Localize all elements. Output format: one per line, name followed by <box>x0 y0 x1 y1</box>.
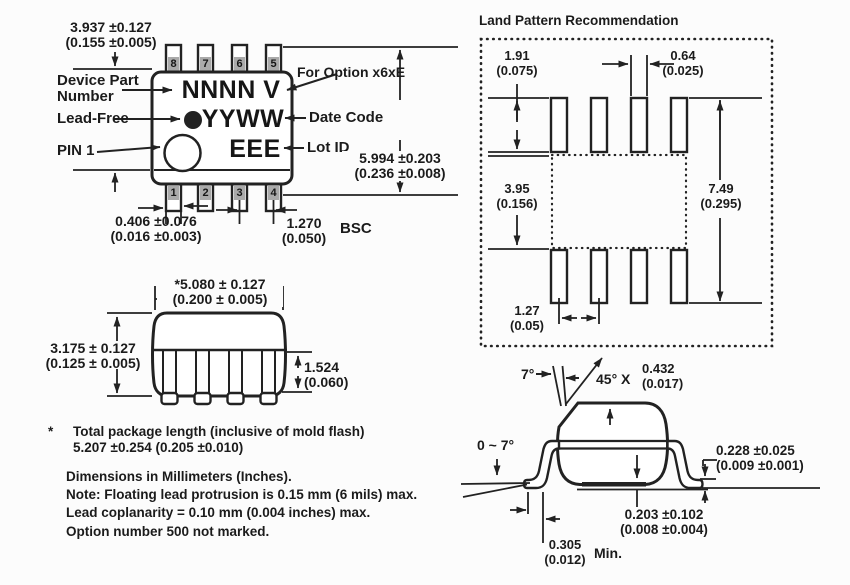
dim-pad-pitch-in: (0.05) <box>510 317 544 333</box>
dim-top-body-width-in: (0.155 ±0.005) <box>65 34 157 50</box>
lead-free-dot <box>184 111 202 129</box>
pin-number-7: 7 <box>202 58 209 70</box>
dim-pad-pitch-mm: 1.27 <box>514 303 540 318</box>
pin1-indicator-circle <box>163 133 202 173</box>
dim-pad-gap-mm: 3.95 <box>504 181 530 196</box>
dim-lead-thickness-in: (0.009 ±0.001) <box>716 458 804 473</box>
dim-lead-thickness-mm: 0.228 ±0.025 <box>716 443 795 458</box>
marking-date-code: YYWW <box>201 105 285 133</box>
marking-part-number: NNNN V <box>181 76 281 104</box>
side-view-drawing <box>460 357 820 543</box>
dim-top-body-width: 3.937 ±0.127 (0.155 ±0.005) <box>48 20 174 50</box>
pin-number-5: 5 <box>270 58 277 70</box>
dim-package-length: *5.080 ± 0.127 (0.200 ± 0.005) <box>157 277 283 307</box>
dim-top-overall-width-mm: 5.994 ±0.203 <box>359 150 441 166</box>
dim-package-height: 3.175 ± 0.127 (0.125 ± 0.005) <box>34 341 152 371</box>
pin-number-2: 2 <box>202 187 209 199</box>
pin-number-1: 1 <box>170 187 177 199</box>
dim-pad-width-in: (0.025) <box>662 62 704 78</box>
pin-number-3: 3 <box>236 187 243 199</box>
dim-lead-length: 1.524 (0.060) <box>304 360 358 390</box>
pin-number-8: 8 <box>170 58 177 70</box>
dim-lead-length-mm: 1.524 <box>304 359 340 375</box>
dim-lead-width-in: (0.016 ±0.003) <box>110 228 202 244</box>
dim-package-height-in: (0.125 ± 0.005) <box>45 355 141 371</box>
dim-pad-span-in: (0.295) <box>700 195 742 211</box>
label-date-code: Date Code <box>309 109 384 126</box>
dim-lead-pitch-in: (0.050) <box>281 230 327 246</box>
footnote-star: * <box>48 424 54 439</box>
land-pattern-drawing <box>479 37 774 348</box>
label-for-option: For Option x6xE <box>297 64 406 80</box>
dim-pad-width-mm: 0.64 <box>670 48 696 63</box>
dim-pad-height-mm: 1.91 <box>504 48 530 63</box>
dim-top-body-width-mm: 3.937 ±0.127 <box>70 19 152 35</box>
dim-pad-height-in: (0.075) <box>496 62 538 78</box>
marking-lot-id: EEE <box>229 135 281 163</box>
dim-lead-pitch: 1.270 (0.050) <box>268 216 340 246</box>
dim-lead-angle: 0 ~ 7° <box>477 437 515 453</box>
dim-package-length-in: (0.200 ± 0.005) <box>172 291 268 307</box>
dim-foot-length-mm: 0.305 <box>548 537 582 552</box>
top-view-drawing <box>73 43 458 224</box>
dim-chamfer-in: (0.017) <box>642 375 684 391</box>
dim-standoff-in: (0.008 ±0.004) <box>620 522 708 537</box>
dim-top-overall-width: 5.994 ±0.203 (0.236 ±0.008) <box>342 151 458 181</box>
note-total-length-line1: Total package length (inclusive of mold … <box>73 424 365 439</box>
land-pattern-title: Land Pattern Recommendation <box>479 13 679 28</box>
dim-chamfer-mm: 0.432 <box>642 361 675 376</box>
dim-standoff: 0.203 ±0.102 (0.008 ±0.004) <box>612 507 716 537</box>
dim-pad-pitch: 1.27 (0.05) <box>503 303 551 333</box>
dim-foot-length-in: (0.012) <box>544 551 586 567</box>
dim-package-length-mm: *5.080 ± 0.127 <box>174 276 266 292</box>
dim-pad-span: 7.49 (0.295) <box>691 181 751 211</box>
note-option-number: Option number 500 not marked. <box>66 524 270 539</box>
dim-lead-width-mm: 0.406 ±0.076 <box>115 213 197 229</box>
dim-lead-pitch-mm: 1.270 <box>286 215 322 231</box>
label-lead-free: Lead-Free <box>57 110 129 127</box>
dim-package-height-mm: 3.175 ± 0.127 <box>50 340 136 356</box>
label-device-part-number: Device Part Number <box>57 72 139 105</box>
note-total-length: Total package length (inclusive of mold … <box>73 424 365 456</box>
note-total-length-line2: 5.207 ±0.254 (0.205 ±0.010) <box>73 440 244 455</box>
dim-lead-thickness: 0.228 ±0.025 (0.009 ±0.001) <box>716 443 804 473</box>
dim-pad-span-mm: 7.49 <box>708 181 734 196</box>
dim-pad-height: 1.91 (0.075) <box>486 48 548 78</box>
dim-chamfer-prefix: 45° X <box>596 371 631 387</box>
dim-lead-length-in: (0.060) <box>304 374 349 390</box>
dim-pad-gap: 3.95 (0.156) <box>486 181 548 211</box>
note-coplanarity: Lead coplanarity = 0.10 mm (0.004 inches… <box>66 505 371 520</box>
dim-lead-width: 0.406 ±0.076 (0.016 ±0.003) <box>88 214 224 244</box>
dim-pad-width: 0.64 (0.025) <box>652 48 714 78</box>
dim-foot-length-suffix: Min. <box>594 545 622 561</box>
dim-foot-length: 0.305 (0.012) <box>538 537 592 567</box>
note-lead-protrusion: Note: Floating lead protrusion is 0.15 m… <box>66 487 418 502</box>
dim-chamfer: 0.432 (0.017) <box>642 361 684 391</box>
dim-standoff-mm: 0.203 ±0.102 <box>624 507 704 522</box>
dim-pad-gap-in: (0.156) <box>496 195 538 211</box>
label-pin1: PIN 1 <box>57 142 95 159</box>
label-lot-id: Lot ID <box>307 139 350 156</box>
note-dimensions: Dimensions in Millimeters (Inches). <box>66 469 292 484</box>
pin-number-4: 4 <box>270 187 277 199</box>
pin-number-6: 6 <box>236 58 243 70</box>
dim-draft-angle: 7° <box>521 366 535 382</box>
dim-top-overall-width-in: (0.236 ±0.008) <box>354 165 446 181</box>
dim-lead-pitch-suffix: BSC <box>340 220 372 237</box>
